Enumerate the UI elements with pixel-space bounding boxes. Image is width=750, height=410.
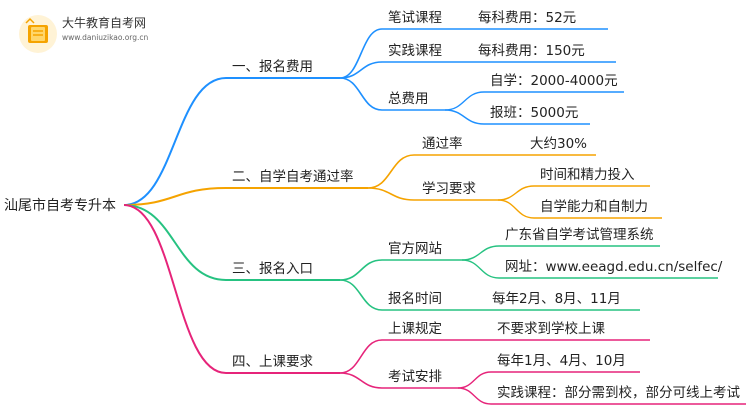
connector-fees-written xyxy=(339,28,383,79)
leaf-registration-months: 每年2月、8月、11月 xyxy=(492,291,621,307)
leaf-no-class-required: 不要求到学校上课 xyxy=(497,321,605,337)
connector-exam-months xyxy=(457,371,492,389)
branch-class-requirements: 四、上课要求 xyxy=(232,354,313,370)
leaf-written-fee: 每科费用：52元 xyxy=(478,10,577,26)
connector-study-discipline xyxy=(497,199,535,219)
leaf-practice-fee: 每科费用：150元 xyxy=(478,43,585,59)
connector-site-system xyxy=(461,245,500,261)
leaf-website-url: 网址：www.eeagd.edu.cn/selfec/ xyxy=(505,259,723,275)
node-total-fee: 总费用 xyxy=(388,91,429,107)
connector-root-pass xyxy=(123,187,227,206)
node-written-course: 笔试课程 xyxy=(388,10,442,26)
book-logo-icon xyxy=(19,15,57,53)
brand-url: www.daniuzikao.org.cn xyxy=(62,33,149,42)
connector-class-rules xyxy=(339,339,383,374)
node-official-site: 官方网站 xyxy=(388,241,442,257)
node-registration-time: 报名时间 xyxy=(388,291,442,307)
node-exam-schedule: 考试安排 xyxy=(388,369,442,385)
connector-root-class xyxy=(123,204,227,374)
leaf-system-name: 广东省自学考试管理系统 xyxy=(505,227,654,243)
connector-fees-total xyxy=(339,77,383,111)
leaf-practice-exam-mode: 实践课程：部分需到校，部分可线上考试 xyxy=(497,385,740,401)
connector-total-class xyxy=(444,109,485,125)
leaf-exam-months: 每年1月、4月、10月 xyxy=(497,353,626,369)
connector-site-url xyxy=(461,259,500,279)
node-practice-course: 实践课程 xyxy=(388,43,442,59)
leaf-time-energy: 时间和精力投入 xyxy=(540,167,635,183)
brand-name: 大牛教育自考网 xyxy=(62,16,147,30)
connector-class-exam xyxy=(339,372,383,389)
connector-total-self xyxy=(444,91,485,111)
leaf-class-fee: 报班：5000元 xyxy=(490,105,579,121)
connector-root-registration xyxy=(123,204,227,281)
connector-reg-site xyxy=(339,259,383,281)
connector-root-fees xyxy=(123,77,227,206)
connector-pass-rate xyxy=(367,154,415,189)
node-class-rules: 上课规定 xyxy=(388,321,442,337)
connector-pass-study xyxy=(367,187,415,201)
root-node: 汕尾市自考专升本 xyxy=(4,198,116,214)
leaf-self-discipline: 自学能力和自制力 xyxy=(540,199,648,215)
branch-fees: 一、报名费用 xyxy=(232,59,313,75)
branch-pass-rate: 二、自学自考通过率 xyxy=(232,169,354,185)
connector-study-time xyxy=(497,185,535,201)
connector-exam-mode xyxy=(457,387,492,405)
connector-fees-practice xyxy=(339,61,383,79)
branch-registration: 三、报名入口 xyxy=(232,261,313,277)
node-study-requirements: 学习要求 xyxy=(422,181,476,197)
leaf-self-study-fee: 自学：2000-4000元 xyxy=(490,73,618,89)
node-pass-rate: 通过率 xyxy=(422,136,463,152)
leaf-pass-rate-value: 大约30% xyxy=(530,136,588,152)
connector-reg-time xyxy=(339,279,383,311)
